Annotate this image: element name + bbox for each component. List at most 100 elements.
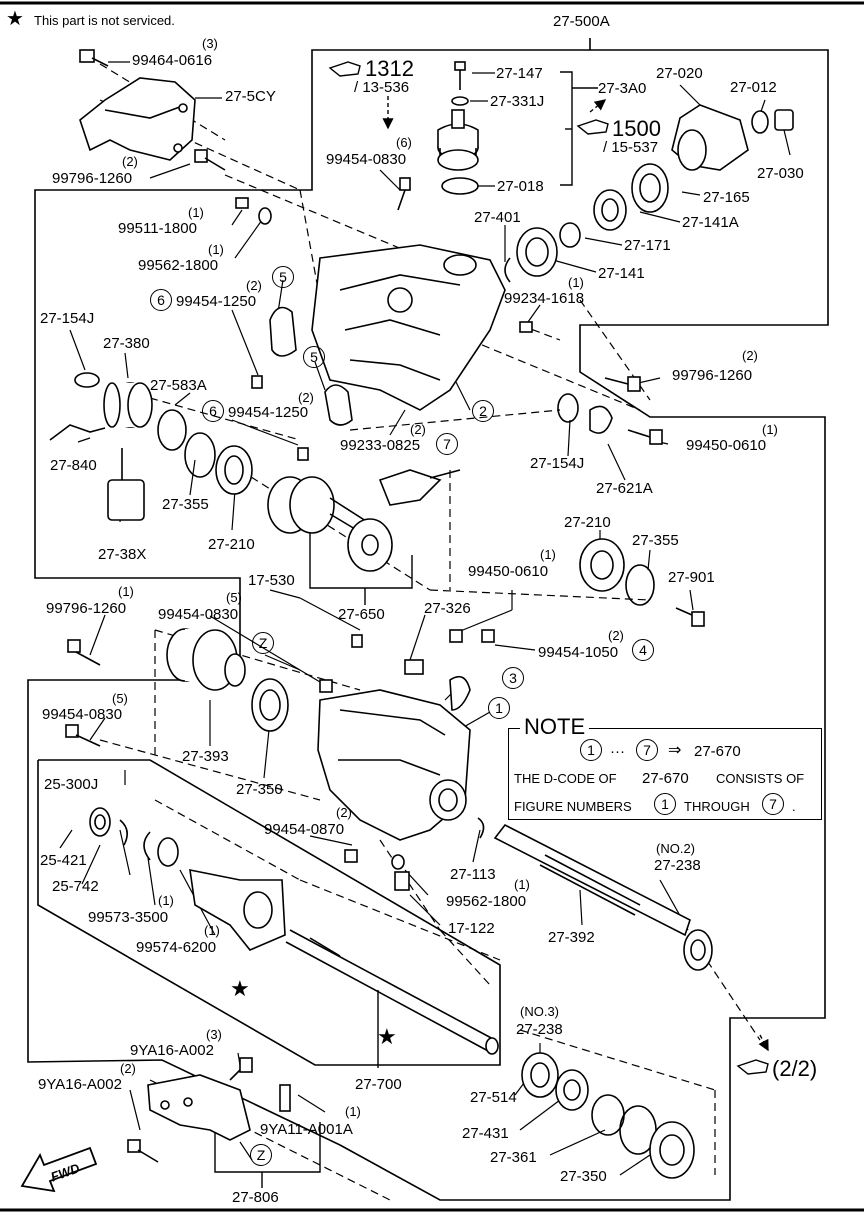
note-figure-from: 1 xyxy=(580,739,602,761)
reference-hand-icon xyxy=(576,119,609,135)
qty: (2) xyxy=(122,154,138,169)
part-label: 99562-1800 xyxy=(138,257,219,274)
callout-4: 4 xyxy=(632,639,654,661)
part-label: 27-171 xyxy=(624,237,671,254)
part-label: 27-355 xyxy=(162,496,209,513)
group-label-27-806: 27-806 xyxy=(232,1189,279,1206)
qty: (3) xyxy=(202,36,218,51)
qty: (1) xyxy=(208,242,224,257)
group-outline-27-500a xyxy=(27,38,829,1201)
qty: (2) xyxy=(336,805,352,820)
qty: (1) xyxy=(514,877,530,892)
qty: (5) xyxy=(112,691,128,706)
group-label-27-500a: 27-500A xyxy=(553,13,610,30)
group-label-27-3a0: 27-3A0 xyxy=(598,80,647,97)
part-label: 27-350 xyxy=(236,781,283,798)
part-label: 27-331J xyxy=(490,93,545,110)
part-label: 99573-3500 xyxy=(88,909,169,926)
part-label: 99454-0830 xyxy=(158,606,239,623)
not-serviced-star-icon: ★ xyxy=(377,1025,397,1050)
qty: (NO.2) xyxy=(656,841,695,856)
callout-5: 5 xyxy=(303,346,325,368)
note-line3-from: 1 xyxy=(654,793,676,815)
part-label: 99454-1250 xyxy=(228,404,309,421)
part-label: 99450-0610 xyxy=(686,437,767,454)
part-label: 25-300J xyxy=(44,776,99,793)
part-label: 25-742 xyxy=(52,878,99,895)
bolt-99464-0616 xyxy=(79,49,109,67)
part-label: 27-840 xyxy=(50,457,97,474)
part-label: 9YA16-A002 xyxy=(38,1076,122,1093)
note-figure-to: 7 xyxy=(636,739,658,761)
part-label: 27-393 xyxy=(182,748,229,765)
part-label: 99562-1800 xyxy=(446,893,527,910)
star-legend-text: This part is not serviced. xyxy=(34,13,175,28)
qty: (1) xyxy=(188,205,204,220)
part-label: 9YA16-A002 xyxy=(130,1042,214,1059)
part-label: 99574-6200 xyxy=(136,939,217,956)
part-label: 25-421 xyxy=(40,852,87,869)
part-label: 27-147 xyxy=(496,65,543,82)
qty: (1) xyxy=(540,547,556,562)
ref-1500: 1500 xyxy=(612,116,661,141)
callout-2: 2 xyxy=(472,400,494,422)
group-label-27-700: 27-700 xyxy=(355,1076,402,1093)
part-label: 99454-1250 xyxy=(176,293,257,310)
not-serviced-star-icon: ★ xyxy=(230,977,250,1002)
qty: (1) xyxy=(158,893,174,908)
part-label: 27-38X xyxy=(98,546,147,563)
part-label: 27-5CY xyxy=(225,88,276,105)
callout-6: 6 xyxy=(202,400,224,422)
qty: (2) xyxy=(410,422,426,437)
group-label-27-650: 27-650 xyxy=(338,606,385,623)
part-label: 27-431 xyxy=(462,1125,509,1142)
part-label: 27-355 xyxy=(632,532,679,549)
part-label: 27-238 xyxy=(654,857,701,874)
part-label: 99454-0830 xyxy=(326,151,407,168)
qty: (2) xyxy=(120,1061,136,1076)
transfer-case-housing-upper xyxy=(311,244,506,411)
qty: (1) xyxy=(568,275,584,290)
callout-1: 1 xyxy=(488,697,510,719)
qty: (1) xyxy=(204,923,220,938)
part-label: 27-210 xyxy=(564,514,611,531)
note-line3-b: THROUGH xyxy=(684,799,750,814)
part-label: 17-122 xyxy=(448,920,495,937)
part-label: 27-901 xyxy=(668,569,715,586)
part-label: 99234-1618 xyxy=(504,290,585,307)
callout-6: 6 xyxy=(150,289,172,311)
callout-3: 3 xyxy=(502,667,524,689)
star-legend-icon: ★ xyxy=(6,6,24,30)
part-label: 27-020 xyxy=(656,65,703,82)
part-label: 99796-1260 xyxy=(46,600,127,617)
part-label: 27-583A xyxy=(150,377,207,394)
part-label: 27-141 xyxy=(598,265,645,282)
qty: (2) xyxy=(742,348,758,363)
part-label: 27-141A xyxy=(682,214,739,231)
qty: (1) xyxy=(762,422,778,437)
note-line3-a: FIGURE NUMBERS xyxy=(514,799,632,814)
note-dots: ··· xyxy=(610,743,625,760)
part-label: 27-401 xyxy=(474,209,521,226)
note-target: 27-670 xyxy=(694,743,741,760)
part-label: 99454-0870 xyxy=(264,821,345,838)
bracket-27-5cy xyxy=(79,77,196,161)
part-label: 99454-1050 xyxy=(538,644,619,661)
reference-hand-icon xyxy=(328,61,361,77)
note-line2-c: CONSISTS OF xyxy=(716,771,805,786)
part-label: 27-326 xyxy=(424,600,471,617)
ref-1312: 1312 xyxy=(365,56,414,81)
group-outline-27-700 xyxy=(37,759,501,1066)
part-label: 27-113 xyxy=(450,866,496,883)
note-line3-end: . xyxy=(792,799,796,814)
part-label: 99454-0830 xyxy=(42,706,123,723)
part-label: 27-514 xyxy=(470,1089,517,1106)
qty: (3) xyxy=(206,1027,222,1042)
part-label: 27-238 xyxy=(516,1021,563,1038)
part-label: 27-210 xyxy=(208,536,255,553)
ref-page-2-of-2: (2/2) xyxy=(772,1056,818,1081)
callout-5: 5 xyxy=(272,266,294,288)
note-title: NOTE xyxy=(520,716,590,738)
